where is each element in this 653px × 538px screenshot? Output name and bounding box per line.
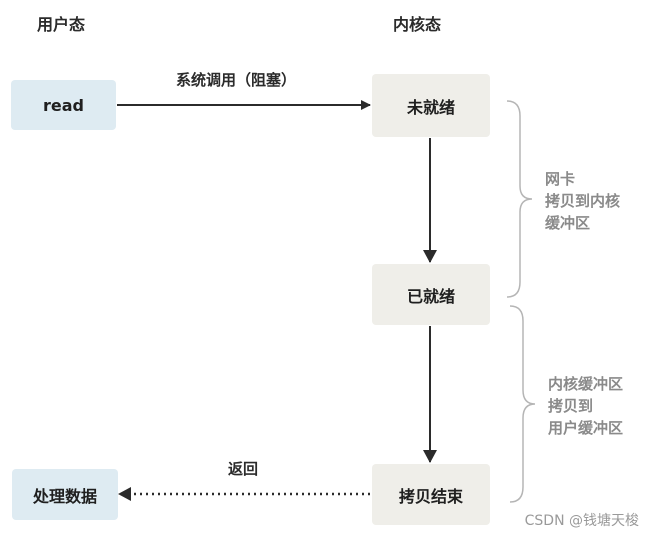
kernel-copy-line-3: 用户缓冲区 — [548, 419, 624, 437]
copy-done-box: 拷贝结束 — [372, 464, 490, 525]
kernel-copy-brace — [509, 305, 536, 503]
return-label: 返回 — [228, 460, 259, 478]
nic-copy-note: 网卡 拷贝到内核 缓冲区 — [545, 168, 620, 234]
ready-box: 已就绪 — [372, 264, 490, 325]
not-ready-box: 未就绪 — [372, 74, 490, 137]
user-mode-header: 用户态 — [37, 15, 86, 34]
kernel-copy-line-1: 内核缓冲区 — [548, 375, 624, 393]
read-box: read — [11, 80, 116, 130]
kernel-mode-header: 内核态 — [393, 15, 442, 34]
nic-copy-line-1: 网卡 — [545, 170, 576, 188]
kernel-copy-line-2: 拷贝到 — [548, 397, 594, 415]
syscall-label: 系统调用（阻塞） — [176, 71, 297, 89]
csdn-watermark: CSDN @钱塘天梭 — [524, 513, 639, 529]
kernel-copy-note: 内核缓冲区 拷贝到 用户缓冲区 — [548, 373, 623, 439]
nic-copy-brace — [506, 100, 533, 298]
nic-copy-line-3: 缓冲区 — [545, 214, 591, 232]
nic-copy-line-2: 拷贝到内核 — [545, 192, 621, 210]
process-data-box: 处理数据 — [12, 469, 118, 520]
